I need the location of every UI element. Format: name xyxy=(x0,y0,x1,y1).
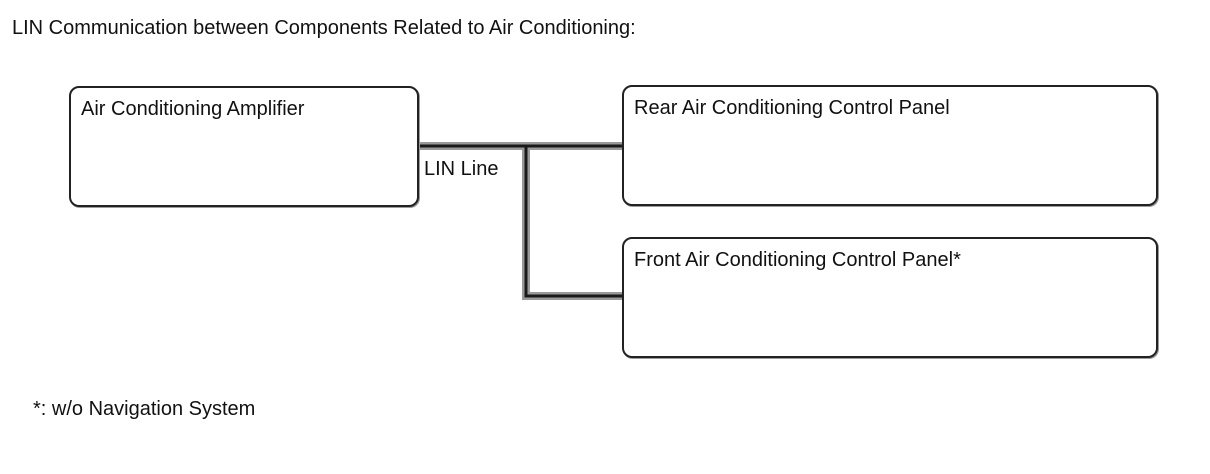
lin-line-core xyxy=(419,144,622,298)
node-front-control-panel: Front Air Conditioning Control Panel* xyxy=(622,237,1158,358)
node-rear-control-panel: Rear Air Conditioning Control Panel xyxy=(622,85,1158,206)
footnote: *: w/o Navigation System xyxy=(33,398,256,420)
node-label-rear-panel: Rear Air Conditioning Control Panel xyxy=(634,97,950,119)
lin-line-label: LIN Line xyxy=(424,158,499,180)
node-air-conditioning-amplifier: Air Conditioning Amplifier xyxy=(69,86,419,207)
lin-wire-to-front-core xyxy=(524,146,622,298)
node-label-amplifier: Air Conditioning Amplifier xyxy=(81,98,305,120)
node-label-front-panel: Front Air Conditioning Control Panel* xyxy=(634,249,961,271)
lin-wire-to-front-casing xyxy=(522,146,622,300)
diagram-title: LIN Communication between Components Rel… xyxy=(12,17,636,39)
